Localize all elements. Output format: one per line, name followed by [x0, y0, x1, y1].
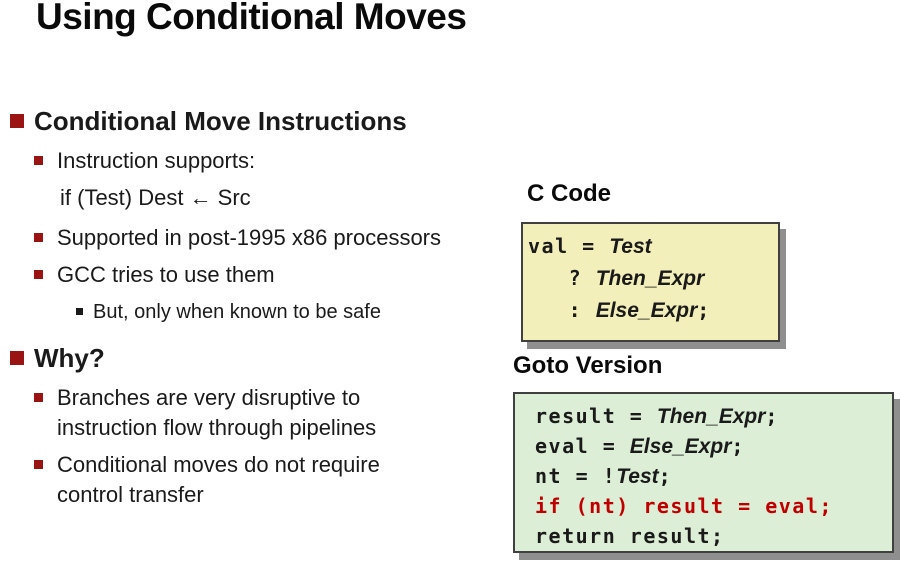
code-segment: Test	[616, 465, 659, 488]
bullet-item-l2: Instruction supports:	[34, 146, 505, 176]
code-segment: Else_Expr	[595, 299, 698, 322]
code-segment: Else_Expr	[629, 435, 732, 458]
bullet-item-l1: Why?	[10, 341, 505, 375]
code-line: if (nt) result = eval;	[535, 492, 888, 522]
code-segment: Then_Expr	[656, 405, 766, 428]
bullet-item-l3: But, only when known to be safe	[76, 297, 505, 327]
bullet-item-l2: Supported in post-1995 x86 processors	[34, 223, 505, 253]
bullet-square-icon	[34, 156, 43, 165]
bullet-square-icon	[34, 270, 43, 279]
code-segment: ;	[765, 404, 779, 428]
code-line: nt = !Test;	[535, 462, 888, 492]
bullet-continuation-line: if (Test) Dest ← Src	[60, 183, 505, 213]
code-line: ? Then_Expr	[528, 263, 774, 295]
code-segment: return result;	[535, 524, 725, 548]
code-segment: nt = !	[535, 464, 617, 488]
bullet-item-l2: GCC tries to use them	[34, 260, 505, 290]
bullet-square-icon	[10, 114, 24, 128]
goto-version-heading: Goto Version	[513, 352, 663, 379]
bullet-square-icon	[34, 393, 43, 402]
code-segment: ;	[697, 298, 711, 322]
code-line: val = Test	[528, 231, 774, 263]
code-segment: Then_Expr	[595, 267, 705, 290]
code-line: : Else_Expr;	[528, 295, 774, 327]
bullet-item-l1: Conditional Move Instructions	[10, 104, 505, 138]
code-segment: if (nt) result = eval;	[535, 494, 833, 518]
goto-version-box: result = Then_Expr;eval = Else_Expr;nt =…	[513, 392, 894, 553]
bullet-square-icon	[34, 233, 43, 242]
bullet-square-icon	[10, 351, 24, 365]
slide-title: Using Conditional Moves	[36, 0, 467, 37]
bullet-text: Why?	[34, 343, 105, 373]
bullet-text: if (Test) Dest ← Src	[60, 185, 251, 210]
bullet-text: But, only when known to be safe	[93, 301, 381, 323]
code-segment: val =	[528, 234, 610, 258]
bullet-square-icon	[34, 460, 43, 469]
bullet-text: GCC tries to use them	[57, 262, 275, 287]
code-line: result = Then_Expr;	[535, 402, 888, 432]
bullet-text: Supported in post-1995 x86 processors	[57, 225, 442, 250]
bullet-text: Instruction supports:	[57, 148, 256, 173]
c-code-heading: C Code	[527, 180, 611, 207]
code-segment: :	[528, 298, 596, 322]
code-line: eval = Else_Expr;	[535, 432, 888, 462]
code-segment: ;	[731, 434, 745, 458]
code-segment: eval =	[535, 434, 630, 458]
code-line: return result;	[535, 522, 888, 552]
bullet-text: Conditional Move Instructions	[34, 106, 407, 136]
bullet-square-icon	[76, 308, 83, 315]
code-segment: Test	[609, 235, 652, 258]
code-segment: ;	[658, 464, 673, 488]
code-segment: ?	[528, 266, 596, 290]
code-segment: result =	[535, 404, 657, 428]
c-code-box: val = Test ? Then_Expr : Else_Expr;	[521, 222, 780, 342]
